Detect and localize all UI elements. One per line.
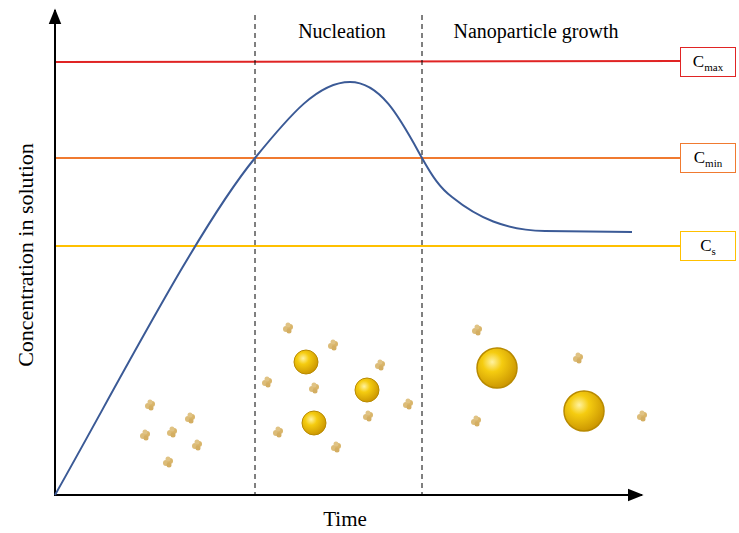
symbol-text: C — [700, 236, 711, 256]
phase-divider — [255, 15, 256, 495]
axis-title: Concentration in solution — [13, 143, 39, 367]
phase-divider — [422, 15, 423, 495]
phase-label: Nucleation — [298, 20, 386, 43]
threshold-box: Cmin — [680, 143, 736, 173]
concentration-curve — [55, 82, 632, 495]
threshold-box: Cs — [680, 231, 736, 261]
subscript-text: max — [704, 61, 723, 73]
x-axis — [54, 494, 642, 496]
cmin-line — [55, 157, 680, 159]
threshold-box: Cmax — [680, 47, 736, 77]
axis-title: Time — [323, 507, 367, 532]
subscript-text: min — [705, 157, 722, 169]
symbol-text: C — [693, 52, 704, 72]
symbol-text: C — [694, 148, 705, 168]
phase-label: Nanoparticle growth — [454, 20, 619, 43]
y-axis — [54, 10, 56, 496]
monomer-particles — [140, 323, 647, 468]
cmax-line — [55, 61, 680, 62]
cs-line — [55, 245, 680, 247]
nanoparticles — [294, 348, 604, 435]
subscript-text: s — [712, 245, 716, 257]
